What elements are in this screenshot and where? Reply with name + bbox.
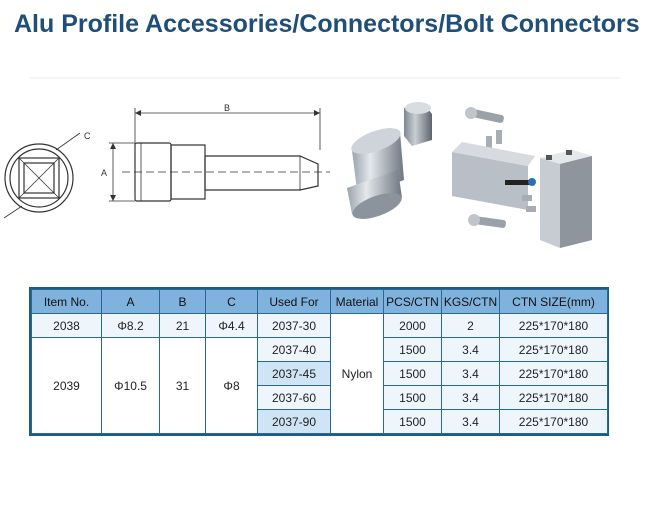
header-c: C (205, 289, 258, 314)
table-row: 2037-45 1500 3.4 225*170*180 (32, 361, 608, 386)
end-view-drawing (3, 132, 81, 219)
page-title: Alu Profile Accessories/Connectors/Bolt … (14, 10, 640, 38)
cell-pcs: 2000 (383, 313, 442, 338)
header-kgs-ctn: KGS/CTN (441, 289, 500, 314)
cell-item: 2039 (31, 337, 102, 434)
cell-b: 31 (159, 337, 206, 434)
cell-kgs: 3.4 (441, 337, 500, 362)
cell-used-for: 2037-45 (257, 361, 331, 386)
table-row: 2039 Φ10.5 31 Φ8 2037-40 1500 3.4 225*17… (31, 337, 608, 434)
dim-label-b: B (224, 103, 230, 113)
header-a: A (101, 289, 160, 314)
connector-3d-render (347, 102, 432, 219)
cell-ctn-size: 225*170*180 (499, 409, 608, 434)
cell-b: 21 (159, 313, 206, 338)
cell-kgs: 3.4 (441, 361, 500, 386)
cell-used-for: 2037-60 (257, 385, 331, 410)
table-row: 2037-90 1500 3.4 225*170*180 (32, 409, 608, 434)
cell-ctn-size: 225*170*180 (499, 337, 608, 362)
cell-a: Φ8.2 (101, 313, 160, 338)
cell-ctn-size: 225*170*180 (499, 313, 608, 338)
cell-a: Φ10.5 (101, 337, 160, 434)
cell-c: Φ8 (205, 337, 258, 434)
cell-kgs: 2 (441, 313, 500, 338)
cell-used-for: 2037-90 (257, 409, 331, 434)
cell-c: Φ4.4 (205, 313, 258, 338)
cell-pcs: 1500 (383, 409, 442, 434)
cell-kgs: 3.4 (441, 385, 500, 410)
cell-pcs: 1500 (383, 385, 442, 410)
cell-pcs: 1500 (383, 361, 442, 386)
side-view-drawing (109, 108, 330, 202)
table-row: 2037-60 1500 3.4 225*170*180 (32, 385, 608, 410)
product-illustration: C B A (3, 77, 620, 248)
header-item-no: Item No. (31, 289, 102, 314)
header-used-for: Used For (257, 289, 331, 314)
header-ctn-size: CTN SIZE(mm) (499, 289, 608, 314)
cell-ctn-size: 225*170*180 (499, 385, 608, 410)
cell-kgs: 3.4 (441, 409, 500, 434)
cell-item: 2038 (31, 313, 102, 338)
spec-table: Item No. A B C Used For Material PCS/CTN… (29, 287, 609, 436)
cell-ctn-size: 225*170*180 (499, 361, 608, 386)
cell-pcs: 1500 (383, 337, 442, 362)
header-b: B (159, 289, 206, 314)
table-row: 2038 Φ8.2 21 Φ4.4 2037-30 Nylon 2000 2 2… (31, 313, 608, 434)
cell-material: Nylon (330, 313, 384, 434)
cell-used-for: 2037-30 (257, 313, 331, 338)
dim-label-a: A (101, 168, 107, 178)
cell-used-for: 2037-40 (257, 337, 331, 362)
table-header-row: Item No. A B C Used For Material PCS/CTN… (31, 289, 608, 314)
header-material: Material (330, 289, 384, 314)
header-pcs-ctn: PCS/CTN (383, 289, 442, 314)
assembly-3d-render (452, 107, 592, 248)
dim-label-c: C (84, 131, 91, 141)
